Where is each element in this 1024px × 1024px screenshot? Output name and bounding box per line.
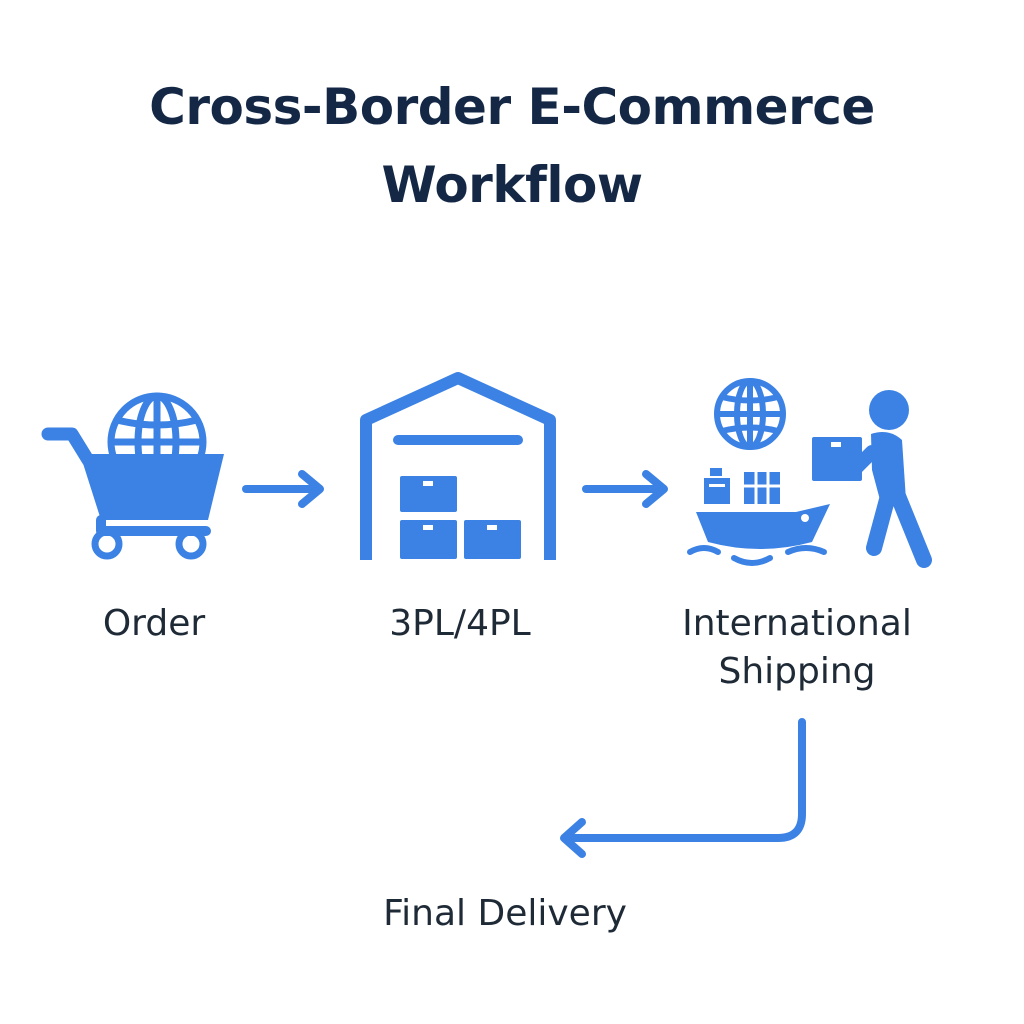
- shopping-cart-globe-icon: [41, 392, 224, 560]
- step-label-international-shipping: International Shipping: [642, 600, 952, 696]
- courier-person-icon: [812, 390, 932, 568]
- warehouse-boxes-icon: [360, 372, 556, 560]
- page-title: Cross-Border E-Commerce Workflow: [0, 68, 1024, 224]
- ship-globe-courier-icon: [687, 378, 932, 568]
- curved-arrow-left-icon: [560, 718, 806, 858]
- arrow-right-icon: [582, 470, 668, 508]
- arrow-right-icon: [242, 470, 324, 508]
- cargo-ship-icon: [687, 468, 830, 566]
- step-label-line-2: Shipping: [718, 651, 876, 692]
- step-label-final-delivery: Final Delivery: [383, 893, 627, 934]
- globe-icon: [714, 378, 786, 450]
- step-label-3pl-4pl: 3PL/4PL: [389, 603, 531, 644]
- title-line-1: Cross-Border E-Commerce: [149, 78, 875, 136]
- title-line-2: Workflow: [381, 156, 643, 214]
- step-label-line-1: International: [682, 603, 912, 644]
- step-label-order: Order: [102, 603, 206, 644]
